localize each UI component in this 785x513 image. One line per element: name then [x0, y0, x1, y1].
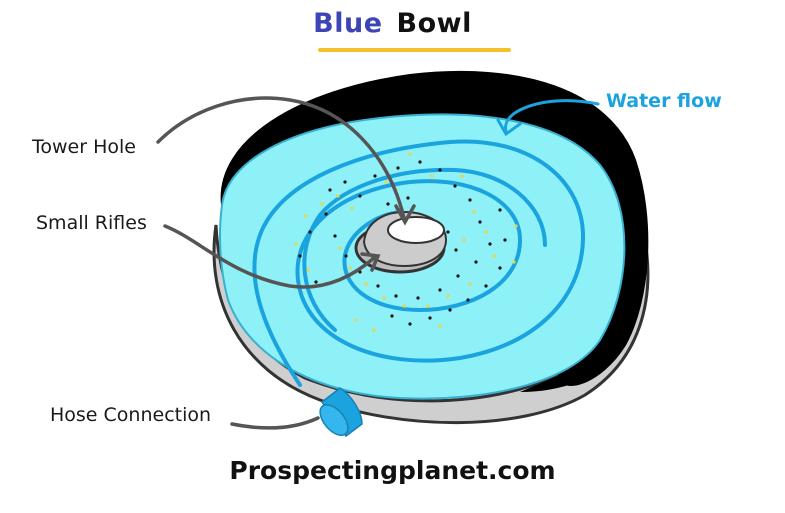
- footer-site-name: Prospectingplanet.com: [229, 456, 556, 485]
- label-small-rifles: Small Rifles: [36, 212, 147, 234]
- hose-connection: [319, 387, 363, 438]
- spiral-channels: [252, 139, 586, 387]
- hose-arrow: [230, 416, 320, 430]
- small-rifles-arrow: [163, 224, 376, 289]
- title-underline: [318, 48, 511, 52]
- tower-hole-arrowhead: [394, 204, 416, 226]
- label-water-flow: Water flow: [606, 90, 722, 112]
- tower-hole-arrow: [156, 96, 406, 220]
- label-tower-hole: Tower Hole: [32, 136, 136, 158]
- water-flow-arrow: [496, 99, 600, 137]
- tower-hole: [387, 216, 445, 244]
- title-word-blue: Blue: [313, 8, 383, 39]
- small-rifles-arrowhead: [360, 252, 381, 272]
- bowl-black-rim-body: [221, 71, 648, 392]
- label-hose-connection: Hose Connection: [50, 404, 212, 426]
- title-word-bowl: Bowl: [396, 8, 472, 39]
- diagram-title: Blue Bowl: [0, 8, 785, 39]
- pointer-arrows: [156, 96, 416, 430]
